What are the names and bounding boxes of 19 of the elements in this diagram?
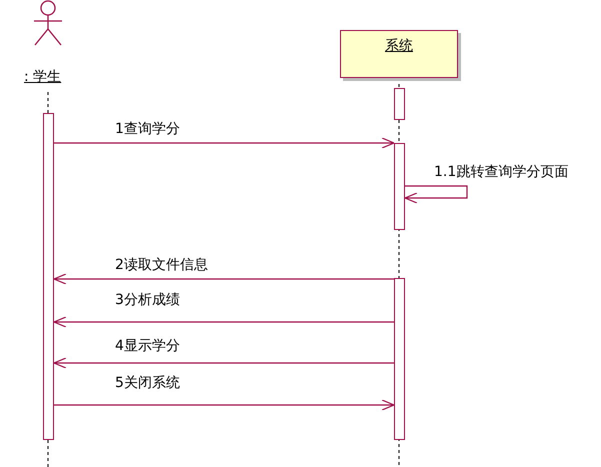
message-arrow	[53, 273, 394, 285]
message-arrow	[404, 185, 468, 204]
activation-bar	[394, 88, 405, 120]
edge-label: 2读取文件信息	[114, 256, 209, 274]
edge-label: 5关闭系统	[114, 374, 181, 392]
activation-bar	[394, 278, 405, 440]
activation-bar	[394, 143, 405, 230]
edge-label: 4显示学分	[114, 337, 181, 355]
edge-label: 1查询学分	[114, 120, 181, 138]
message-arrow	[53, 316, 394, 328]
activation-bar	[43, 113, 54, 440]
edge-label: 1.1跳转查询学分页面	[433, 163, 570, 181]
message-arrow	[54, 137, 395, 149]
actor-name: : 学生	[24, 68, 62, 86]
object-name: 系统	[384, 37, 414, 55]
message-arrow	[53, 357, 394, 369]
object-box	[340, 30, 458, 78]
edge-label: 3分析成绩	[114, 291, 181, 309]
message-arrow	[54, 399, 395, 411]
